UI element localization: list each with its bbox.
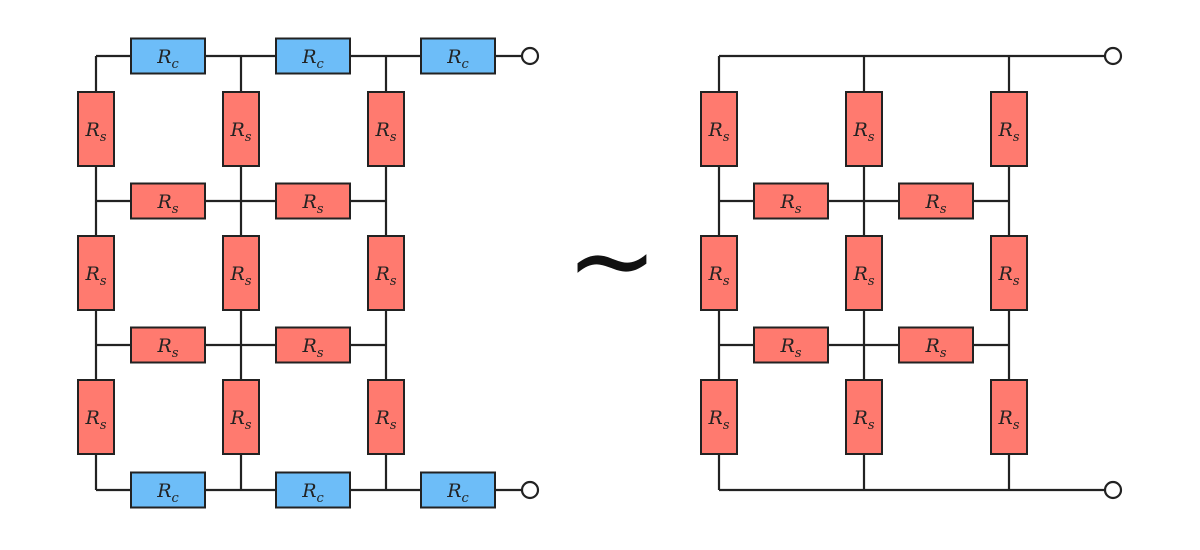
resistor-label: Rs [780,191,802,217]
series-resistor [130,182,206,220]
resistor-label: Rs [853,407,875,433]
contact-resistor [275,471,351,509]
resistor-label: Rs [853,263,875,289]
series-resistor [367,379,405,455]
resistor-label: Rs [302,191,324,217]
series-resistor [275,182,351,220]
resistor-label: Rc [301,480,324,506]
terminal-node [520,46,540,66]
series-resistor [845,379,883,455]
resistor-label: Rs [925,335,947,361]
resistor-label: Rs [708,263,730,289]
series-resistor [753,326,829,364]
series-resistor [77,235,115,311]
series-resistor [130,326,206,364]
resistor-label: Rs [157,191,179,217]
resistor-label: Rc [446,46,469,72]
resistor-label: Rs [998,263,1020,289]
terminal-node [1103,46,1123,66]
resistor-label: Rs [230,407,252,433]
series-resistor [898,182,974,220]
resistor-label: Rs [375,407,397,433]
contact-resistor [130,37,206,75]
resistor-label: Rs [375,263,397,289]
series-resistor [275,326,351,364]
series-resistor [990,91,1028,167]
resistor-label: Rs [998,119,1020,145]
resistor-label: Rs [85,407,107,433]
series-resistor [845,235,883,311]
resistor-label: Rs [375,119,397,145]
terminal-node [1103,480,1123,500]
resistor-label: Rs [85,263,107,289]
resistor-label: Rs [85,119,107,145]
series-resistor [990,235,1028,311]
contact-resistor [275,37,351,75]
resistor-label: Rc [156,480,179,506]
series-resistor [700,379,738,455]
terminal-node [520,480,540,500]
series-resistor [700,91,738,167]
contact-resistor [420,37,496,75]
series-resistor [367,91,405,167]
resistor-label: Rs [998,407,1020,433]
series-resistor [222,235,260,311]
contact-resistor [130,471,206,509]
resistor-label: Rs [853,119,875,145]
equivalence-symbol: ∼ [566,196,658,324]
contact-resistor [420,471,496,509]
resistor-label: Rc [156,46,179,72]
series-resistor [77,379,115,455]
resistor-label: Rs [157,335,179,361]
series-resistor [898,326,974,364]
resistor-label: Rc [446,480,469,506]
series-resistor [990,379,1028,455]
series-resistor [222,379,260,455]
resistor-label: Rs [708,407,730,433]
series-resistor [700,235,738,311]
resistor-label: Rs [302,335,324,361]
series-resistor [845,91,883,167]
series-resistor [753,182,829,220]
resistor-label: Rs [230,263,252,289]
series-resistor [77,91,115,167]
resistor-label: Rc [301,46,324,72]
resistor-label: Rs [780,335,802,361]
resistor-label: Rs [708,119,730,145]
series-resistor [367,235,405,311]
resistor-label: Rs [230,119,252,145]
resistor-label: Rs [925,191,947,217]
series-resistor [222,91,260,167]
